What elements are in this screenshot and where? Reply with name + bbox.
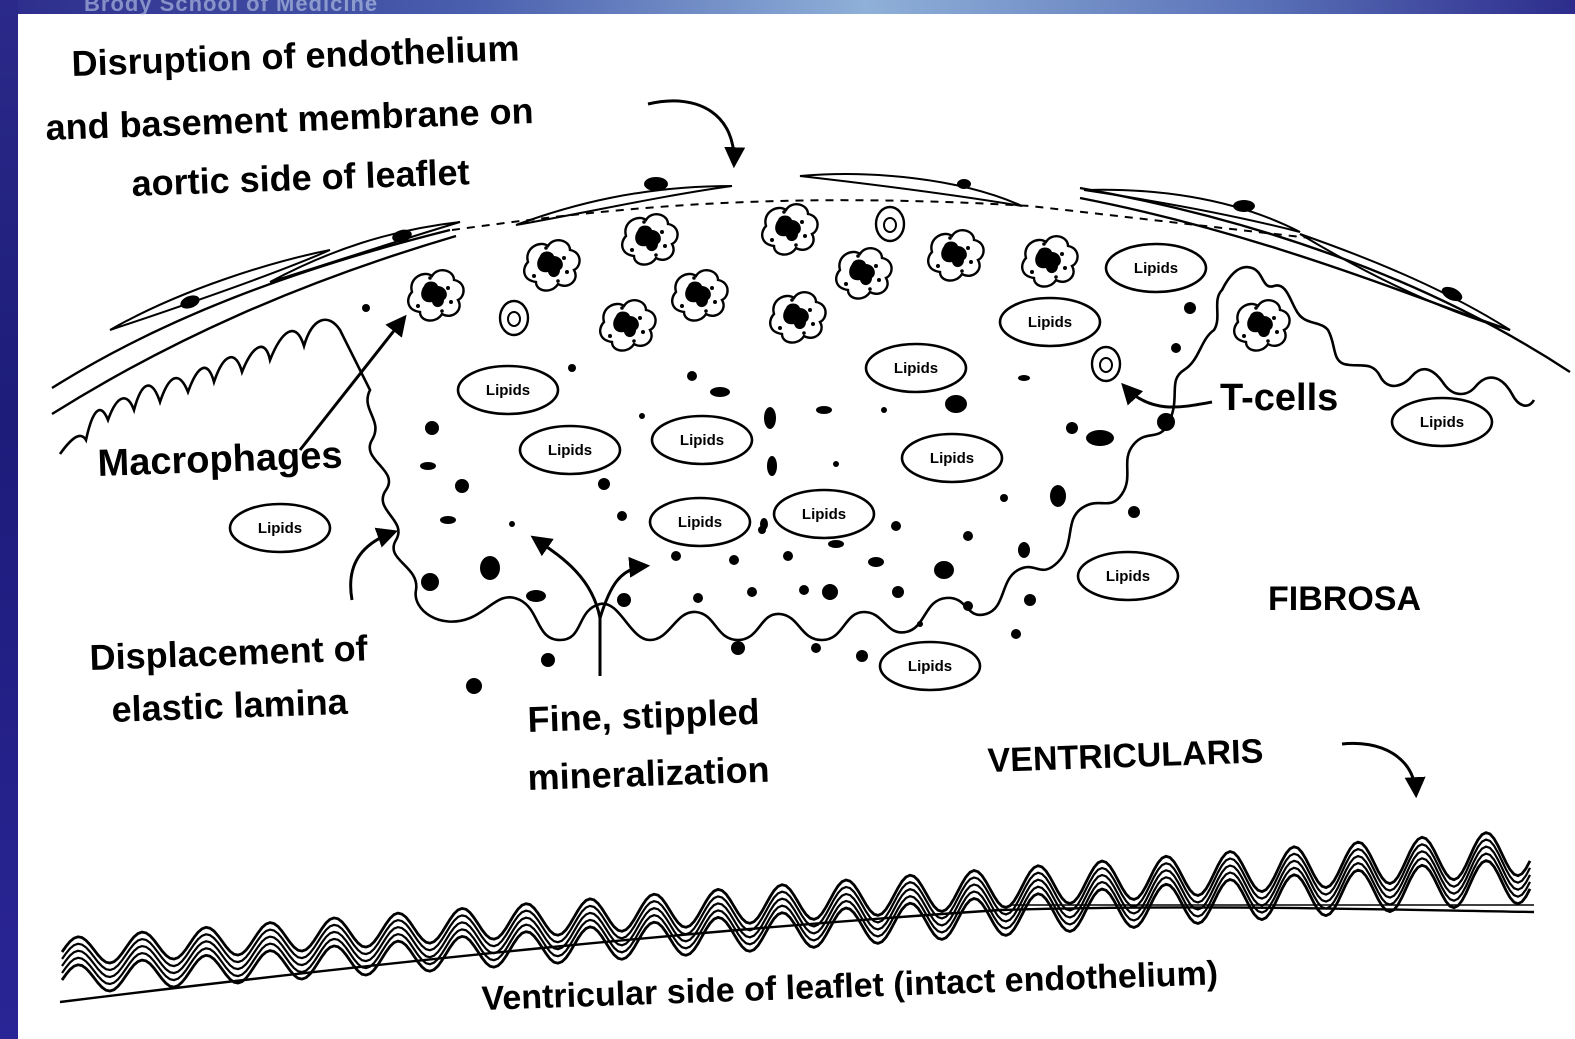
lipid-label: Lipids bbox=[548, 442, 592, 459]
lipid-deposit: Lipids bbox=[880, 642, 980, 690]
macrophage bbox=[836, 248, 891, 298]
macrophage bbox=[928, 230, 983, 280]
lipid-deposit: Lipids bbox=[1000, 298, 1100, 346]
lipid-deposit: Lipids bbox=[902, 434, 1002, 482]
lipid-deposit: Lipids bbox=[650, 498, 750, 546]
lipid-label: Lipids bbox=[1420, 414, 1464, 431]
lipid-label: Lipids bbox=[930, 450, 974, 467]
macrophage bbox=[408, 270, 463, 320]
fibrosa-label: FIBROSA bbox=[1268, 580, 1421, 618]
macrophage bbox=[524, 240, 579, 290]
aortic-surface bbox=[52, 188, 1570, 414]
lipid-deposit: Lipids bbox=[520, 426, 620, 474]
macrophage bbox=[1022, 236, 1077, 286]
lipid-deposit: Lipids bbox=[1392, 398, 1492, 446]
mineralization-dots bbox=[362, 302, 1196, 694]
ventricularis-label: VENTRICULARIS bbox=[987, 732, 1264, 780]
ventricularis-collagen bbox=[62, 833, 1530, 991]
macrophage bbox=[770, 292, 825, 342]
lipid-deposit: Lipids bbox=[230, 504, 330, 552]
lipid-label: Lipids bbox=[680, 432, 724, 449]
displacement-label: Displacement of elastic lamina bbox=[89, 627, 369, 730]
mineralization-line-1: Fine, stippled bbox=[527, 691, 760, 740]
macrophage bbox=[600, 300, 655, 350]
disruption-line-3: aortic side of leaflet bbox=[131, 151, 470, 204]
lipid-label: Lipids bbox=[258, 520, 302, 537]
t-cell bbox=[1092, 347, 1120, 381]
t-cell bbox=[876, 207, 904, 241]
lipid-deposit: Lipids bbox=[458, 366, 558, 414]
lipid-label: Lipids bbox=[1106, 568, 1150, 585]
displacement-line-2: elastic lamina bbox=[111, 681, 349, 730]
lipid-label: Lipids bbox=[802, 506, 846, 523]
lipid-deposit: Lipids bbox=[866, 344, 966, 392]
macrophage bbox=[762, 204, 817, 254]
lipid-label: Lipids bbox=[894, 360, 938, 377]
lipid-deposit: Lipids bbox=[1106, 244, 1206, 292]
t-cells-label: T-cells bbox=[1220, 377, 1338, 419]
lipid-deposit: Lipids bbox=[774, 490, 874, 538]
displacement-line-1: Displacement of bbox=[89, 627, 369, 678]
macrophage bbox=[1234, 300, 1289, 350]
lipid-label: Lipids bbox=[1028, 314, 1072, 331]
lipid-deposit: Lipids bbox=[652, 416, 752, 464]
mineralization-label: Fine, stippled mineralization bbox=[527, 691, 770, 798]
lipid-deposit: Lipids bbox=[1078, 552, 1178, 600]
macrophage bbox=[622, 214, 677, 264]
endothelial-cells bbox=[110, 174, 1510, 330]
macrophages-label: Macrophages bbox=[97, 434, 343, 485]
lipid-label: Lipids bbox=[486, 382, 530, 399]
disruption-line-1: Disruption of endothelium bbox=[71, 27, 520, 84]
lipid-label: Lipids bbox=[678, 514, 722, 531]
lipid-label: Lipids bbox=[1134, 260, 1178, 277]
t-cell bbox=[500, 301, 528, 335]
ventricular-side-label: Ventricular side of leaflet (intact endo… bbox=[481, 954, 1219, 1018]
macrophage bbox=[672, 270, 727, 320]
lipid-label: Lipids bbox=[908, 658, 952, 675]
disruption-line-2: and basement membrane on bbox=[45, 90, 534, 148]
mineralization-line-2: mineralization bbox=[527, 749, 770, 798]
disruption-label: Disruption of endothelium and basement m… bbox=[45, 27, 534, 204]
